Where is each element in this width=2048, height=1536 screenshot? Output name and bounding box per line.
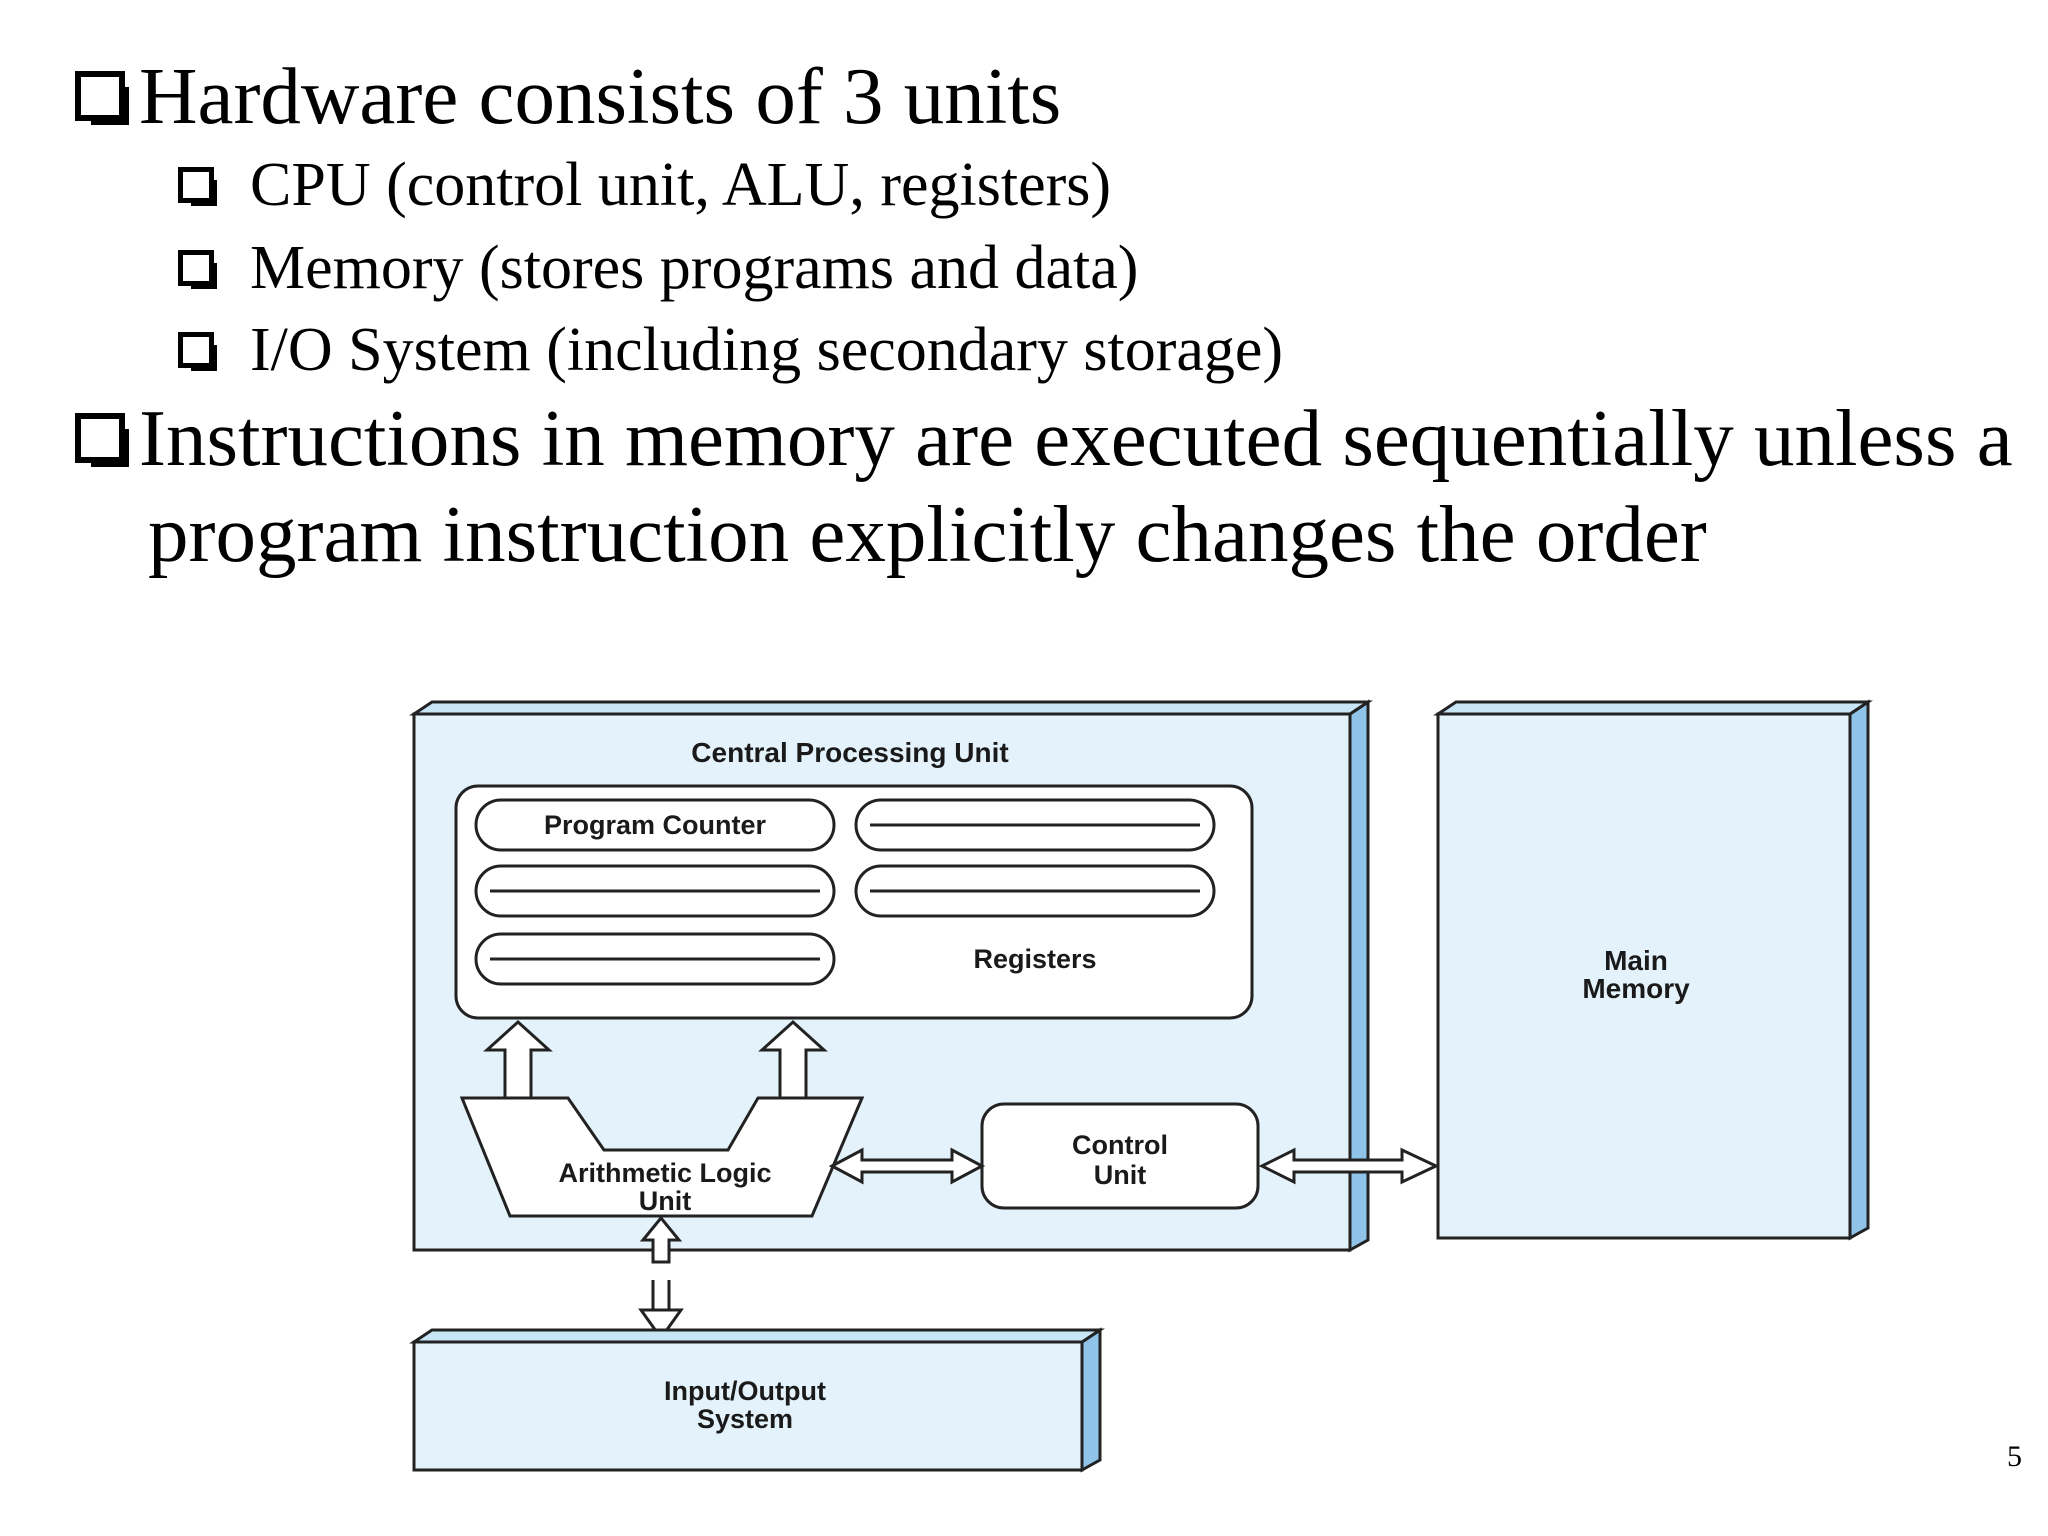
page-number: 5 xyxy=(2007,1440,2022,1473)
alu-label-line1: Arithmetic Logic xyxy=(558,1158,771,1188)
up-arrow-icon xyxy=(758,1019,828,1100)
vertical-double-arrow-icon xyxy=(638,1215,684,1341)
register-slot xyxy=(854,798,1216,852)
subbullet-cpu: CPU (control unit, ALU, registers) xyxy=(178,145,1111,225)
subbullet-memory: Memory (stores programs and data) xyxy=(178,228,1138,308)
control-unit-label-line1: Control xyxy=(1072,1130,1168,1160)
registers-label: Registers xyxy=(973,944,1096,974)
register-slot xyxy=(474,864,836,918)
bullet-continuation: program instruction explicitly changes t… xyxy=(148,489,1707,579)
bullet-text: Instructions in memory are executed sequ… xyxy=(139,393,2013,483)
main-memory-label-line2: Memory xyxy=(1582,973,1690,1004)
double-arrow-icon xyxy=(828,1147,986,1185)
subbullet-text: CPU (control unit, ALU, registers) xyxy=(250,151,1112,219)
bullet-instructions: Instructions in memory are executed sequ… xyxy=(75,390,2013,486)
subbullet-text: Memory (stores programs and data) xyxy=(250,234,1139,302)
alu-shape xyxy=(459,1096,865,1218)
checkbox-bullet-icon xyxy=(178,250,217,289)
alu-label-line2: Unit xyxy=(639,1186,691,1216)
io-label-line2: System xyxy=(697,1404,793,1434)
main-memory-box xyxy=(1433,699,1873,1241)
subbullet-text: I/O System (including secondary storage) xyxy=(250,316,1284,384)
register-slot xyxy=(474,932,836,986)
io-label-line1: Input/Output xyxy=(664,1376,826,1406)
register-program-counter xyxy=(474,798,836,852)
subbullet-io: I/O System (including secondary storage) xyxy=(178,310,1283,390)
bullet-hardware: Hardware consists of 3 units xyxy=(75,48,1061,144)
checkbox-bullet-icon xyxy=(178,332,217,371)
control-unit-label-line2: Unit xyxy=(1094,1160,1146,1190)
checkbox-bullet-icon xyxy=(178,167,217,206)
main-memory-label-line1: Main xyxy=(1604,945,1668,976)
control-unit-box xyxy=(980,1102,1260,1210)
checkbox-bullet-icon xyxy=(75,71,129,125)
double-arrow-icon xyxy=(1258,1147,1440,1185)
bullet-text: Hardware consists of 3 units xyxy=(139,51,1062,141)
program-counter-label: Program Counter xyxy=(544,810,767,840)
checkbox-bullet-icon xyxy=(75,413,129,467)
register-slot xyxy=(854,864,1216,918)
up-arrow-icon xyxy=(483,1019,553,1100)
io-system-box xyxy=(409,1327,1105,1473)
cpu-title: Central Processing Unit xyxy=(691,737,1008,768)
